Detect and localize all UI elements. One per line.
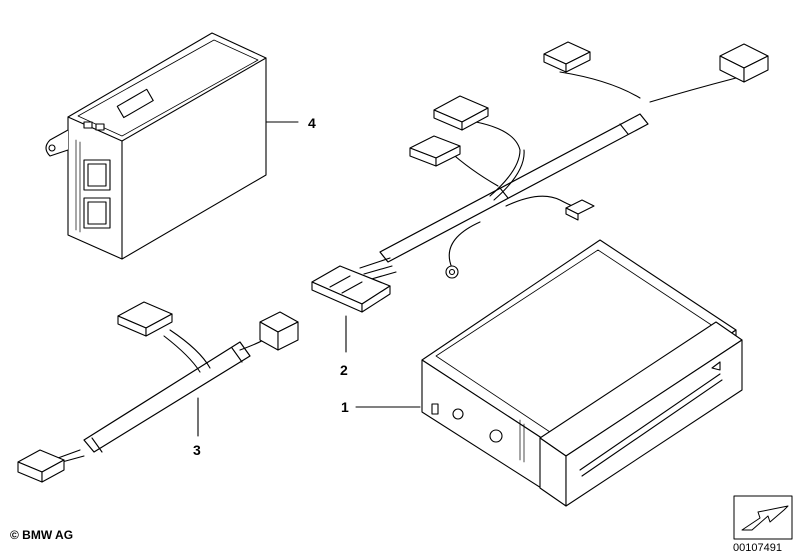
main-wiring-harness <box>311 41 769 313</box>
callout-3: 3 <box>193 442 201 458</box>
adapter-cable <box>17 301 299 483</box>
copyright-label: © BMW AG <box>10 528 74 542</box>
control-module <box>45 32 267 260</box>
diagram-number: 00107491 <box>733 542 782 554</box>
arrow-icon[interactable] <box>733 495 793 540</box>
callout-1: 1 <box>341 399 349 415</box>
callout-2: 2 <box>340 362 348 378</box>
cd-drive-unit <box>421 239 743 507</box>
callout-4: 4 <box>308 115 316 131</box>
